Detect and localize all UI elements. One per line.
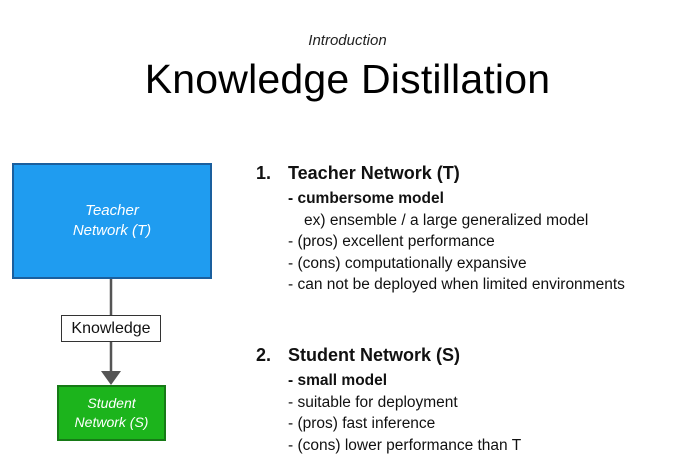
list-item: ex) ensemble / a large generalized model [304, 211, 589, 229]
list-item: - can not be deployed when limited envir… [288, 276, 625, 293]
teacher-network-box: Teacher Network (T) [12, 163, 212, 279]
teacher-network-section: 1. Teacher Network (T) - cumbersome mode… [256, 163, 625, 296]
list-item: - (pros) excellent performance [288, 233, 495, 250]
teacher-network-label: Teacher Network (T) [72, 201, 152, 239]
list-item: - (cons) computationally expansive [288, 254, 527, 272]
teacher-bullet-list: - cumbersome model ex) ensemble / a larg… [256, 188, 625, 296]
student-bullet-list: - small model - suitable for deployment … [256, 370, 521, 456]
student-network-box: Student Network (S) [57, 385, 166, 441]
slide-title: Knowledge Distillation [144, 56, 551, 102]
arrow-head [101, 371, 121, 385]
section-number: 2. [256, 345, 272, 365]
section-heading-text: Student Network (S) [288, 345, 461, 365]
section-number: 1. [256, 163, 272, 183]
list-item: - suitable for deployment [288, 393, 458, 411]
section-heading-text: Teacher Network (T) [288, 163, 460, 183]
list-item: - small model [288, 372, 388, 389]
list-item: - cumbersome model [288, 190, 444, 207]
student-network-section: 2. Student Network (S) - small model - s… [256, 345, 521, 456]
student-network-label: Student Network (S) [74, 395, 149, 430]
teacher-section-heading: 1. Teacher Network (T) [256, 163, 625, 184]
slide-subtitle: Introduction [308, 32, 387, 49]
list-item: - (pros) fast inference [288, 415, 436, 432]
knowledge-box: Knowledge [61, 315, 161, 342]
student-section-heading: 2. Student Network (S) [256, 345, 521, 366]
knowledge-label: Knowledge [71, 319, 151, 337]
list-item: - (cons) lower performance than T [288, 436, 522, 454]
